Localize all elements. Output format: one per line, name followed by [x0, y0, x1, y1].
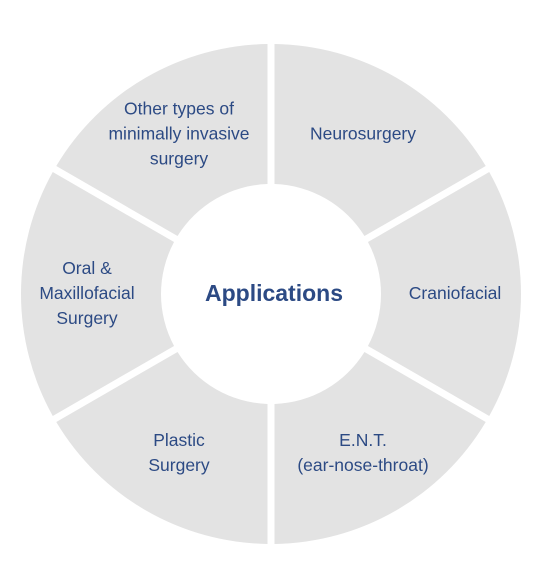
segment-label-line: (ear-nose-throat) [297, 454, 428, 474]
segment-label-line: Craniofacial [409, 283, 501, 303]
segment-label-line: Neurosurgery [310, 123, 416, 143]
segment-label-minimally-invasive-surgery: Other types of minimally invasive surgery [108, 98, 249, 168]
segment-label-ent: E.N.T. (ear-nose-throat) [297, 429, 428, 474]
segment-label-line: Plastic [153, 429, 205, 449]
segment-label-line: E.N.T. [339, 429, 387, 449]
center-label: Applications [205, 280, 343, 306]
center-disc [162, 185, 380, 403]
segment-label-line: Maxillofacial [39, 283, 134, 303]
segment-label-line: surgery [150, 148, 209, 168]
segment-oral-maxillofacial-surgery [20, 172, 175, 416]
segment-plastic-surgery [56, 352, 268, 544]
segment-label-craniofacial: Craniofacial [409, 283, 501, 303]
segment-minimally-invasive-surgery [56, 44, 268, 236]
segment-label-line: Other types of [124, 98, 234, 118]
segment-label-neurosurgery: Neurosurgery [310, 123, 416, 143]
segment-label-line: Oral & [62, 258, 112, 278]
segment-label-line: Surgery [148, 454, 210, 474]
segment-neurosurgery [274, 44, 486, 236]
segment-craniofacial [367, 172, 521, 416]
segment-label-line: minimally invasive [108, 123, 249, 143]
segment-ent [274, 352, 486, 544]
segment-label-line: Surgery [56, 308, 118, 328]
